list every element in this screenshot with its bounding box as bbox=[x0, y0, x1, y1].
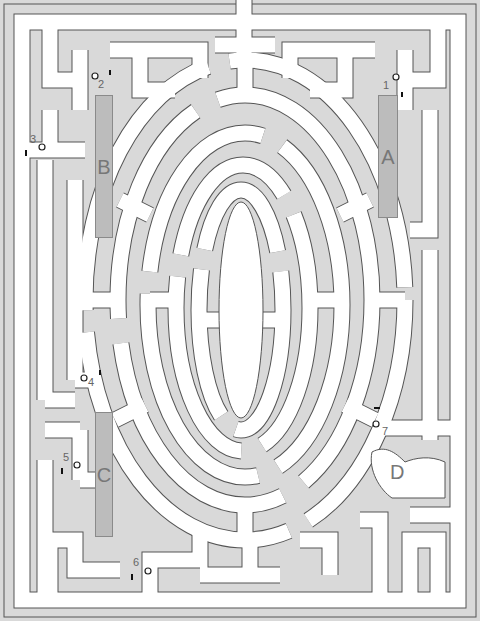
callout-number: 7 bbox=[382, 426, 388, 437]
area-d-outline bbox=[371, 449, 445, 498]
band: B bbox=[95, 95, 113, 238]
corridor-walls bbox=[22, 0, 458, 600]
central-void bbox=[219, 202, 263, 418]
area-letter: D bbox=[390, 462, 404, 482]
callout-number: 3 bbox=[30, 134, 36, 145]
band: A bbox=[378, 95, 398, 218]
callout-number: 2 bbox=[98, 79, 104, 90]
gate-markers bbox=[39, 73, 399, 574]
band-letter: A bbox=[381, 147, 394, 167]
callout-number: 1 bbox=[383, 80, 389, 91]
band: C bbox=[95, 412, 113, 537]
band-letter: B bbox=[97, 157, 110, 177]
band-letter: C bbox=[97, 465, 111, 485]
gate-bars bbox=[26, 70, 402, 580]
callout-number: 4 bbox=[88, 377, 94, 388]
corridors bbox=[22, 0, 458, 600]
callout-number: 5 bbox=[63, 452, 69, 463]
callout-number: 6 bbox=[133, 557, 139, 568]
